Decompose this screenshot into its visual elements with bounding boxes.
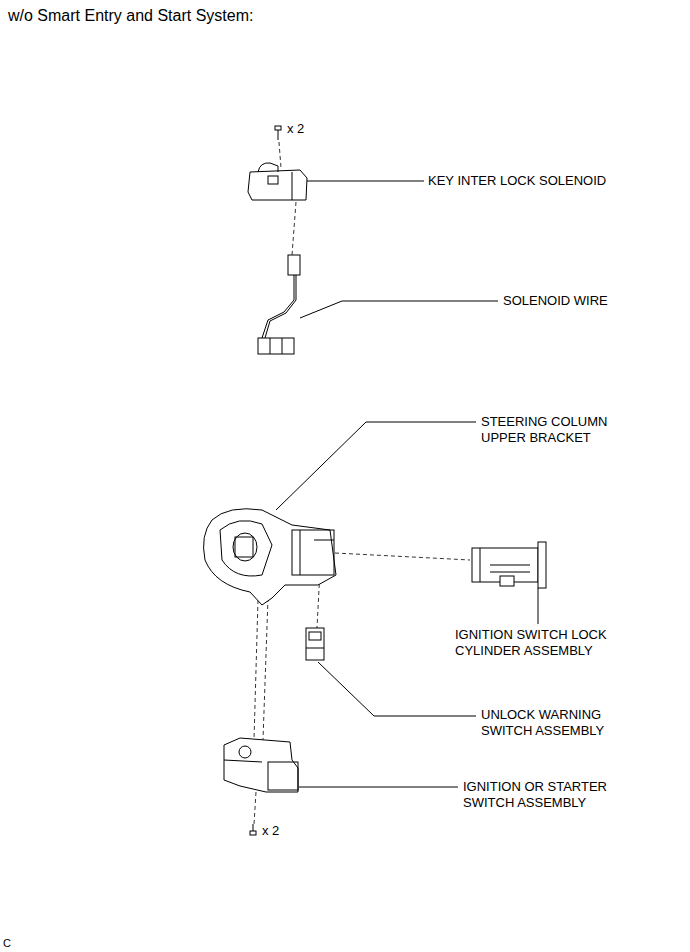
screw-count: x 2 (287, 121, 304, 137)
part-name: STEERING COLUMN UPPER BRACKET (481, 414, 631, 446)
part-name: IGNITION SWITCH LOCK CYLINDER ASSEMBLY (455, 627, 627, 659)
part-name: UNLOCK WARNING SWITCH ASSEMBLY (481, 707, 621, 739)
lock-cylinder (472, 542, 546, 588)
solenoid (248, 163, 307, 200)
part-name: IGNITION OR STARTER SWITCH ASSEMBLY (463, 779, 628, 811)
part-name: SOLENOID WIRE (503, 293, 608, 309)
screw (275, 126, 281, 140)
diagram-title: w/o Smart Entry and Start System: (8, 6, 253, 25)
upper-bracket (204, 509, 336, 605)
screw-count: x 2 (262, 823, 279, 839)
solenoid-wire (258, 255, 300, 354)
part-name: KEY INTER LOCK SOLENOID (428, 173, 606, 189)
unlock-switch (306, 628, 324, 660)
figure-code: C (3, 936, 11, 950)
ignition-switch (224, 738, 298, 792)
screw (250, 824, 256, 835)
